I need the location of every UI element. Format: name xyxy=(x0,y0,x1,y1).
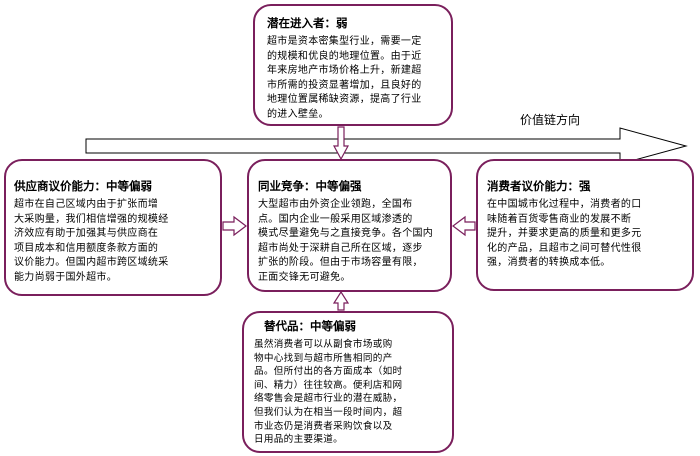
suppliers-text: 超市在自己区域内由于扩张而增 大采购量，我们相信增强的规模经 济效应有助于加强其… xyxy=(14,198,214,285)
substitutes-box: 替代品：中等偏弱 虽然消费者可以从副食市场或购 物中心找到与超市所售相同的产 品… xyxy=(242,311,454,453)
rivalry-text: 大型超市由外资企业领跑，全国布 点。国内企业一般采用区域渗透的 模式尽量避免与之… xyxy=(258,198,444,285)
arrow-entrants-to-rivalry xyxy=(332,126,350,161)
buyers-line: 强，消费者的转换成本低。 xyxy=(487,257,611,268)
entrants-text: 超市是资本密集型行业，需要一定 的规模和优良的地理位置。由于近 年来房地产市场价… xyxy=(267,35,441,122)
substitutes-line: 市业态仍是消费者采购饮食以及 xyxy=(254,420,393,432)
substitutes-line: 日用品的主要渠道。 xyxy=(254,434,344,446)
value-chain-arrow xyxy=(85,127,688,165)
arrow-buyers-to-rivalry xyxy=(452,215,476,237)
rivalry-title: 同业竞争：中等偏强 xyxy=(258,179,362,193)
substitutes-text: 虽然消费者可以从副食市场或购 物中心找到与超市所售相同的产 品。但所付出的各方面… xyxy=(254,338,446,447)
arrow-suppliers-to-rivalry xyxy=(222,215,247,237)
buyers-line: 化的产品，且超市之间可替代性很 xyxy=(487,242,642,254)
value-chain-label: 价值链方向 xyxy=(520,113,581,127)
rivalry-line: 大型超市由外资企业领跑，全国布 xyxy=(258,199,413,210)
entrants-line: 的进入壁垒。 xyxy=(267,108,329,120)
suppliers-line: 能力尚弱于国外超市。 xyxy=(14,271,117,283)
substitutes-line: 虽然消费者可以从副食市场或购 xyxy=(254,339,393,350)
substitutes-line: 络零售会是超市行业的潜在威胁， xyxy=(254,393,403,405)
buyers-title: 消费者议价能力：强 xyxy=(487,179,591,193)
rivalry-line: 正面交锋无可避免。 xyxy=(258,271,351,283)
entrants-line: 年来房地产市场价格上升，新建超 xyxy=(267,65,422,76)
buyers-line: 提升，并要求更高的质量和更多元 xyxy=(487,228,642,239)
buyers-line: 味随着百货零售商业的发展不断 xyxy=(487,213,632,225)
entrants-line: 超市是资本密集型行业，需要一定 xyxy=(267,36,422,47)
rivalry-line: 模式尽量避免与之直接竞争。各个国内 xyxy=(258,228,434,239)
suppliers-line: 超市在自己区域内由于扩张而增 xyxy=(14,199,159,210)
entrants-line: 市所需的投资显著增加，且良好的 xyxy=(267,79,422,91)
entrants-line: 的规模和优良的地理位置。由于近 xyxy=(267,50,422,62)
buyers-text: 在中国城市化过程中，消费者的口 味随着百货零售商业的发展不断 提升，并要求更高的… xyxy=(487,198,686,271)
arrow-substitutes-to-rivalry xyxy=(332,290,350,311)
suppliers-line: 议价能力。但国内超市跨区域统采 xyxy=(14,257,169,268)
substitutes-line: 品。但所付出的各方面成本（如时 xyxy=(254,366,403,378)
suppliers-line: 项目成本和信用额度条款方面的 xyxy=(14,242,159,254)
suppliers-box: 供应商议价能力：中等偏弱 超市在自己区域内由于扩张而增 大采购量，我们相信增强的… xyxy=(4,159,222,296)
rivalry-line: 超市尚处于深耕自己所在区域，逐步 xyxy=(258,242,423,254)
suppliers-line: 济效应有助于加强其与供应商在 xyxy=(14,228,159,239)
entrants-box: 潜在进入者：弱 超市是资本密集型行业，需要一定 的规模和优良的地理位置。由于近 … xyxy=(253,4,453,126)
suppliers-line: 大采购量，我们相信增强的规模经 xyxy=(14,213,169,225)
buyers-line: 在中国城市化过程中，消费者的口 xyxy=(487,199,642,210)
entrants-line: 地理位置属稀缺资源，提高了行业 xyxy=(267,94,422,105)
buyers-box: 消费者议价能力：强 在中国城市化过程中，消费者的口 味随着百货零售商业的发展不断… xyxy=(476,159,694,291)
rivalry-line: 点。国内企业一般采用区域渗透的 xyxy=(258,213,413,225)
suppliers-title: 供应商议价能力：中等偏弱 xyxy=(14,179,152,193)
rivalry-box: 同业竞争：中等偏强 大型超市由外资企业领跑，全国布 点。国内企业一般采用区域渗透… xyxy=(247,159,452,292)
substitutes-title: 替代品：中等偏弱 xyxy=(264,319,356,333)
substitutes-line: 间、精力）往往较高。便利店和网 xyxy=(254,379,403,391)
substitutes-line: 但我们认为在相当一段时间内，超 xyxy=(254,406,403,418)
entrants-title: 潜在进入者：弱 xyxy=(267,16,348,30)
rivalry-line: 扩张的阶段。但由于市场容量有限， xyxy=(258,257,423,268)
substitutes-line: 物中心找到与超市所售相同的产 xyxy=(254,352,393,364)
